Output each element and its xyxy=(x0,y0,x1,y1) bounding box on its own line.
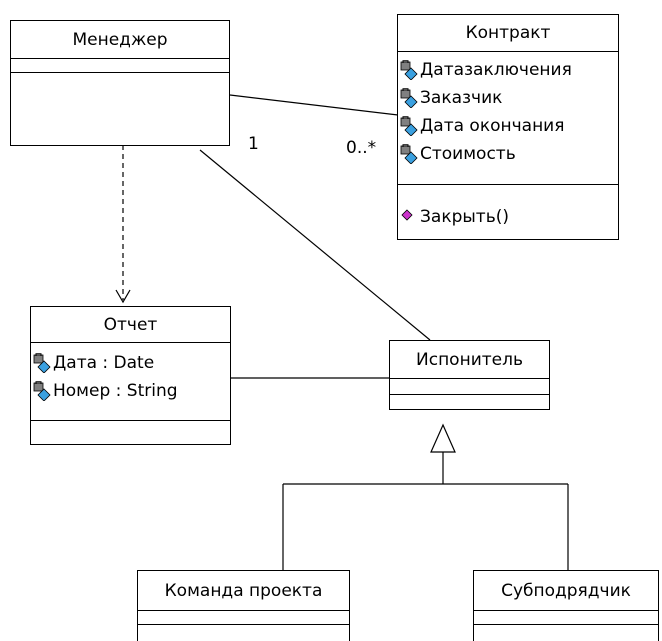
attribute-label: Стоимость xyxy=(420,144,516,164)
class-executor-name: Испонитель xyxy=(390,341,549,379)
generalization-arrowhead xyxy=(430,423,456,453)
attribute-label: Заказчик xyxy=(420,88,503,108)
class-executor[interactable]: Испонитель xyxy=(389,340,550,410)
class-manager[interactable]: Менеджер xyxy=(10,20,230,146)
public-operation-icon xyxy=(400,207,420,227)
class-subcontractor[interactable]: Субподрядчик xyxy=(473,570,659,641)
report-attribute: Дата : Date xyxy=(31,349,230,377)
class-contract-attributes: Датазаключения Заказчик Дата окончания С… xyxy=(398,52,618,185)
class-project-team[interactable]: Команда проекта xyxy=(137,570,350,641)
class-report[interactable]: Отчет Дата : Date Номер : String xyxy=(30,306,231,445)
class-contract[interactable]: Контракт Датазаключения Заказчик Дата ок… xyxy=(397,14,619,240)
class-report-attributes: Дата : Date Номер : String xyxy=(31,343,230,421)
private-attribute-icon xyxy=(400,116,420,136)
class-project-team-attributes xyxy=(138,611,349,625)
class-project-team-name: Команда проекта xyxy=(138,571,349,611)
contract-attribute: Заказчик xyxy=(398,84,618,112)
dependency-arrowhead xyxy=(115,289,131,304)
class-manager-attributes xyxy=(11,59,229,73)
attribute-label: Датазаключения xyxy=(420,60,572,80)
attribute-label: Номер : String xyxy=(53,381,178,401)
private-attribute-icon xyxy=(400,144,420,164)
operation-label: Закрыть() xyxy=(420,207,509,227)
private-attribute-icon xyxy=(33,381,53,401)
private-attribute-icon xyxy=(33,353,53,373)
class-executor-attributes xyxy=(390,379,549,395)
private-attribute-icon xyxy=(400,88,420,108)
attribute-label: Дата : Date xyxy=(53,353,155,373)
class-report-name: Отчет xyxy=(31,307,230,343)
class-manager-name: Менеджер xyxy=(11,21,229,59)
class-manager-operations xyxy=(11,73,229,143)
contract-attribute: Дата окончания xyxy=(398,112,618,140)
contract-attribute: Датазаключения xyxy=(398,56,618,84)
multiplicity-target: 0..* xyxy=(346,138,377,158)
contract-attribute: Стоимость xyxy=(398,140,618,168)
association-manager-executor xyxy=(199,149,431,341)
report-attribute: Номер : String xyxy=(31,377,230,405)
class-contract-operations: Закрыть() xyxy=(398,185,618,231)
class-subcontractor-attributes xyxy=(474,611,658,625)
contract-operation: Закрыть() xyxy=(398,203,618,231)
multiplicity-source: 1 xyxy=(248,134,259,154)
private-attribute-icon xyxy=(400,60,420,80)
association-manager-contract xyxy=(229,94,399,116)
class-contract-name: Контракт xyxy=(398,15,618,52)
class-subcontractor-name: Субподрядчик xyxy=(474,571,658,611)
attribute-label: Дата окончания xyxy=(420,116,565,136)
